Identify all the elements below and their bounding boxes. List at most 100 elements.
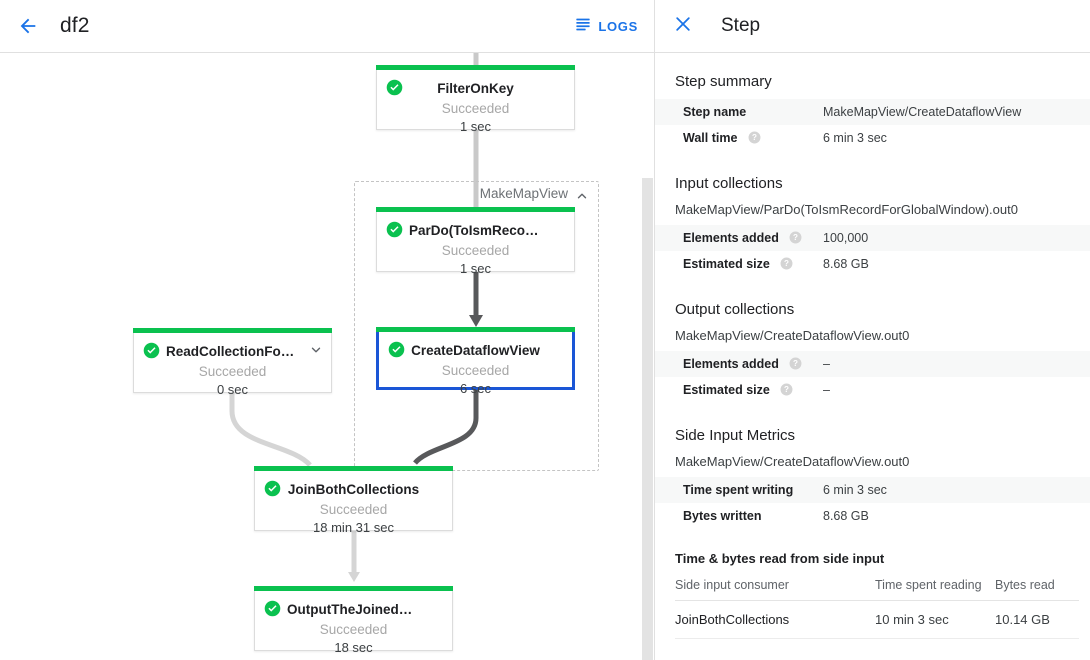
row-key: Estimated size ?: [655, 251, 823, 277]
job-graph-canvas[interactable]: MakeMapView FilterO: [0, 53, 654, 660]
row-key-label: Wall time: [683, 131, 738, 145]
help-icon[interactable]: ?: [780, 383, 793, 396]
help-icon[interactable]: ?: [789, 357, 802, 370]
row-value: 8.68 GB: [823, 509, 869, 523]
table-row: Elements added ? –: [655, 351, 1090, 377]
graph-scrollbar-thumb[interactable]: [642, 178, 653, 660]
job-graph-pane: df2 LOGS: [0, 6, 654, 660]
svg-text:?: ?: [784, 385, 789, 394]
table-row: Time spent writing 6 min 3 sec: [655, 477, 1090, 503]
table-row: Estimated size ? 8.68 GB: [655, 251, 1090, 277]
table-row: Estimated size ? –: [655, 377, 1090, 403]
input-collection-name: MakeMapView/ParDo(ToIsmRecordForGlobalWi…: [675, 202, 1018, 217]
check-circle-icon: [386, 221, 403, 238]
node-time: 6 sec: [459, 381, 492, 396]
node-title: OutputTheJoinedCollec…: [287, 602, 452, 617]
side-input-metrics-table: Time spent writing 6 min 3 sec Bytes wri…: [655, 477, 1090, 529]
row-key: Bytes written: [683, 509, 762, 523]
section-title-input-collections: Input collections: [675, 175, 783, 192]
svg-text:?: ?: [784, 259, 789, 268]
step-details-panel: Step Step summary Step name MakeMapView/…: [654, 0, 1090, 660]
help-icon[interactable]: ?: [748, 131, 761, 144]
check-circle-icon: [143, 342, 160, 359]
arrow-left-icon: [17, 15, 39, 37]
graph-node-join-both-collections[interactable]: JoinBothCollections Succeeded 18 min 31 …: [254, 466, 453, 535]
row-value: 8.68 GB: [823, 257, 869, 271]
section-title-output-collections: Output collections: [675, 301, 795, 318]
help-icon[interactable]: ?: [780, 257, 793, 270]
column-header-time-spent-reading: Time spent reading: [875, 572, 995, 601]
node-status: Succeeded: [441, 101, 510, 116]
row-key-label: Estimated size: [683, 257, 770, 271]
graph-node-create-dataflow-view[interactable]: CreateDataflowView Succeeded 6 sec: [376, 327, 575, 396]
node-status-bar: [376, 65, 575, 70]
check-circle-icon: [388, 341, 405, 358]
back-button[interactable]: [8, 6, 48, 46]
row-value: –: [823, 357, 830, 371]
graph-scrollbar[interactable]: [640, 53, 654, 660]
job-name: df2: [60, 14, 90, 37]
logs-button[interactable]: LOGS: [575, 16, 638, 37]
node-time: 1 sec: [459, 261, 492, 276]
graph-edges: [225, 53, 483, 582]
node-title: CreateDataflowView: [411, 343, 540, 358]
row-key: Elements added ?: [655, 351, 823, 377]
row-key: Time spent writing: [683, 483, 794, 497]
cell-time-spent-reading: 10 min 3 sec: [875, 600, 995, 639]
node-title: FilterOnKey: [437, 81, 514, 96]
graph-node-read-collection-for-join[interactable]: ReadCollectionForJoin Succeeded 0 sec: [133, 328, 332, 397]
cell-bytes-read: 10.14 GB: [995, 600, 1079, 639]
svg-text:?: ?: [793, 233, 798, 242]
node-status-bar: [376, 207, 575, 212]
close-panel-button[interactable]: [665, 8, 701, 44]
close-icon: [673, 14, 693, 39]
row-key-label: Elements added: [683, 231, 779, 245]
node-time: 18 min 31 sec: [313, 520, 394, 535]
node-time: 18 sec: [334, 640, 373, 655]
group-label: MakeMapView: [479, 186, 568, 201]
side-input-read-table: Side input consumer Time spent reading B…: [675, 572, 1079, 639]
node-status: Succeeded: [198, 364, 267, 379]
node-status: Succeeded: [441, 363, 510, 378]
check-circle-icon: [386, 79, 403, 96]
section-title-side-input-metrics: Side Input Metrics: [675, 427, 796, 444]
node-time: 0 sec: [216, 382, 249, 397]
help-icon[interactable]: ?: [789, 231, 802, 244]
side-input-collection-name: MakeMapView/CreateDataflowView.out0: [675, 454, 910, 469]
section-title-step-summary: Step summary: [675, 73, 772, 90]
column-header-bytes-read: Bytes read: [995, 572, 1079, 601]
logs-list-icon: [575, 16, 591, 37]
row-value: –: [823, 383, 830, 397]
node-status: Succeeded: [319, 622, 388, 637]
table-header-row: Side input consumer Time spent reading B…: [675, 572, 1079, 601]
panel-title: Step: [721, 15, 761, 36]
node-status: Succeeded: [441, 243, 510, 258]
node-time: 1 sec: [459, 119, 492, 134]
row-key: Wall time ?: [655, 125, 823, 151]
group-make-map-view[interactable]: MakeMapView: [354, 181, 599, 471]
logs-label: LOGS: [598, 18, 638, 34]
row-value: MakeMapView/CreateDataflowView: [823, 105, 1022, 119]
cell-side-input-consumer: JoinBothCollections: [675, 600, 875, 639]
graph-node-filter-on-key[interactable]: FilterOnKey Succeeded 1 sec: [376, 65, 575, 134]
node-status-bar: [254, 466, 453, 471]
graph-node-pardo-toismrecordfor[interactable]: ParDo(ToIsmRecordFor… Succeeded 1 sec: [376, 207, 575, 276]
node-status-bar: [376, 327, 575, 332]
row-key: Elements added ?: [655, 225, 823, 251]
node-status: Succeeded: [319, 502, 388, 517]
row-value: 6 min 3 sec: [823, 483, 887, 497]
svg-text:?: ?: [793, 359, 798, 368]
row-key: Step name: [683, 105, 747, 119]
node-title: ReadCollectionForJoin: [166, 344, 314, 359]
table-row: Wall time ? 6 min 3 sec: [655, 125, 1090, 151]
chevron-down-icon[interactable]: [309, 343, 323, 357]
chevron-up-icon[interactable]: [575, 189, 589, 203]
graph-node-output-the-joined-collection[interactable]: OutputTheJoinedCollec… Succeeded 18 sec: [254, 586, 453, 655]
node-title: ParDo(ToIsmRecordFor…: [409, 223, 574, 238]
table-row: Bytes written 8.68 GB: [655, 503, 1090, 529]
node-status-bar: [254, 586, 453, 591]
table-row: Elements added ? 100,000: [655, 225, 1090, 251]
table-row: JoinBothCollections 10 min 3 sec 10.14 G…: [675, 600, 1079, 639]
output-collection-name: MakeMapView/CreateDataflowView.out0: [675, 328, 910, 343]
